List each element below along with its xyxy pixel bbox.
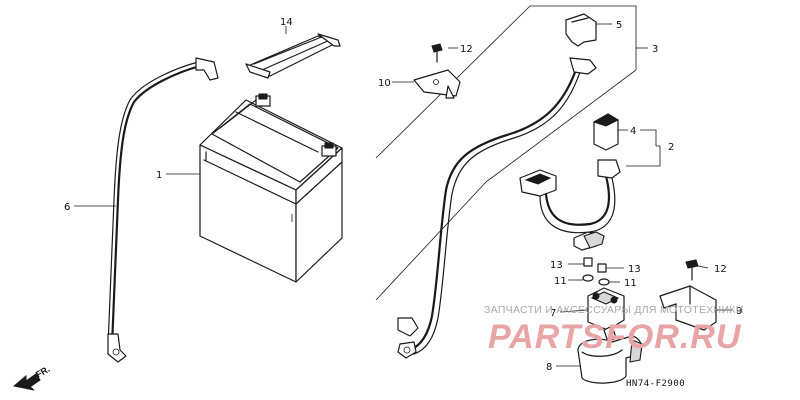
callout-13-right: 13 [628,264,641,275]
callout-8: 8 [546,362,552,373]
callout-12-upper: 12 [460,44,473,55]
callout-4: 4 [630,126,636,137]
watermark-tagline: ЗАПЧАСТИ И АКСЕССУАРЫ ДЛЯ МОТОТЕХНИКИ [484,304,744,316]
callout-3: 3 [652,44,658,55]
bracket-part-9 [659,285,717,331]
watermark: ЗАПЧАСТИ И АКСЕССУАРЫ ДЛЯ МОТОТЕХНИКИ PA… [484,304,744,356]
callout-6: 6 [64,202,70,213]
callout-12-lower: 12 [714,264,727,275]
callout-13-left: 13 [550,260,563,271]
starter-solenoid-part-7 [587,287,625,343]
bracket-part-10 [413,69,461,99]
callout-labels: 1 6 14 12 10 5 3 4 2 13 11 13 11 12 7 8 … [64,17,742,373]
callout-10: 10 [378,78,391,89]
wire-harness-part-2 [519,159,621,251]
callout-5: 5 [616,20,622,31]
terminal-cover-part-5 [565,13,597,47]
callout-9: 9 [736,306,742,317]
front-direction-marker: FR. [12,364,52,391]
negative-cable-part-6 [107,57,219,363]
hardware-part-13-11 [582,257,610,286]
positive-cable-part-3 [397,57,597,359]
battery-band-part-14 [245,33,341,79]
relay-cover-part-4 [592,113,620,151]
assembly-frame-part-2 [485,69,637,183]
rubber-sleeve-part-8 [577,335,643,384]
watermark-brand: PARTSFOR.RU [488,318,742,356]
callout-11-right: 11 [624,278,637,289]
bolt-part-12-lower [685,259,699,281]
diagram-code: HN74-F2900 [626,379,685,389]
callout-14: 14 [280,17,293,28]
leader-lines [74,23,732,367]
front-marker-label: FR. [34,364,52,380]
callout-7: 7 [550,308,556,319]
callout-11-left: 11 [554,276,567,287]
callout-2: 2 [668,142,674,153]
bolt-part-12-upper [431,43,443,63]
battery-part-1 [199,93,343,283]
callout-1: 1 [156,170,162,181]
assembly-frame-part-3 [375,5,637,301]
